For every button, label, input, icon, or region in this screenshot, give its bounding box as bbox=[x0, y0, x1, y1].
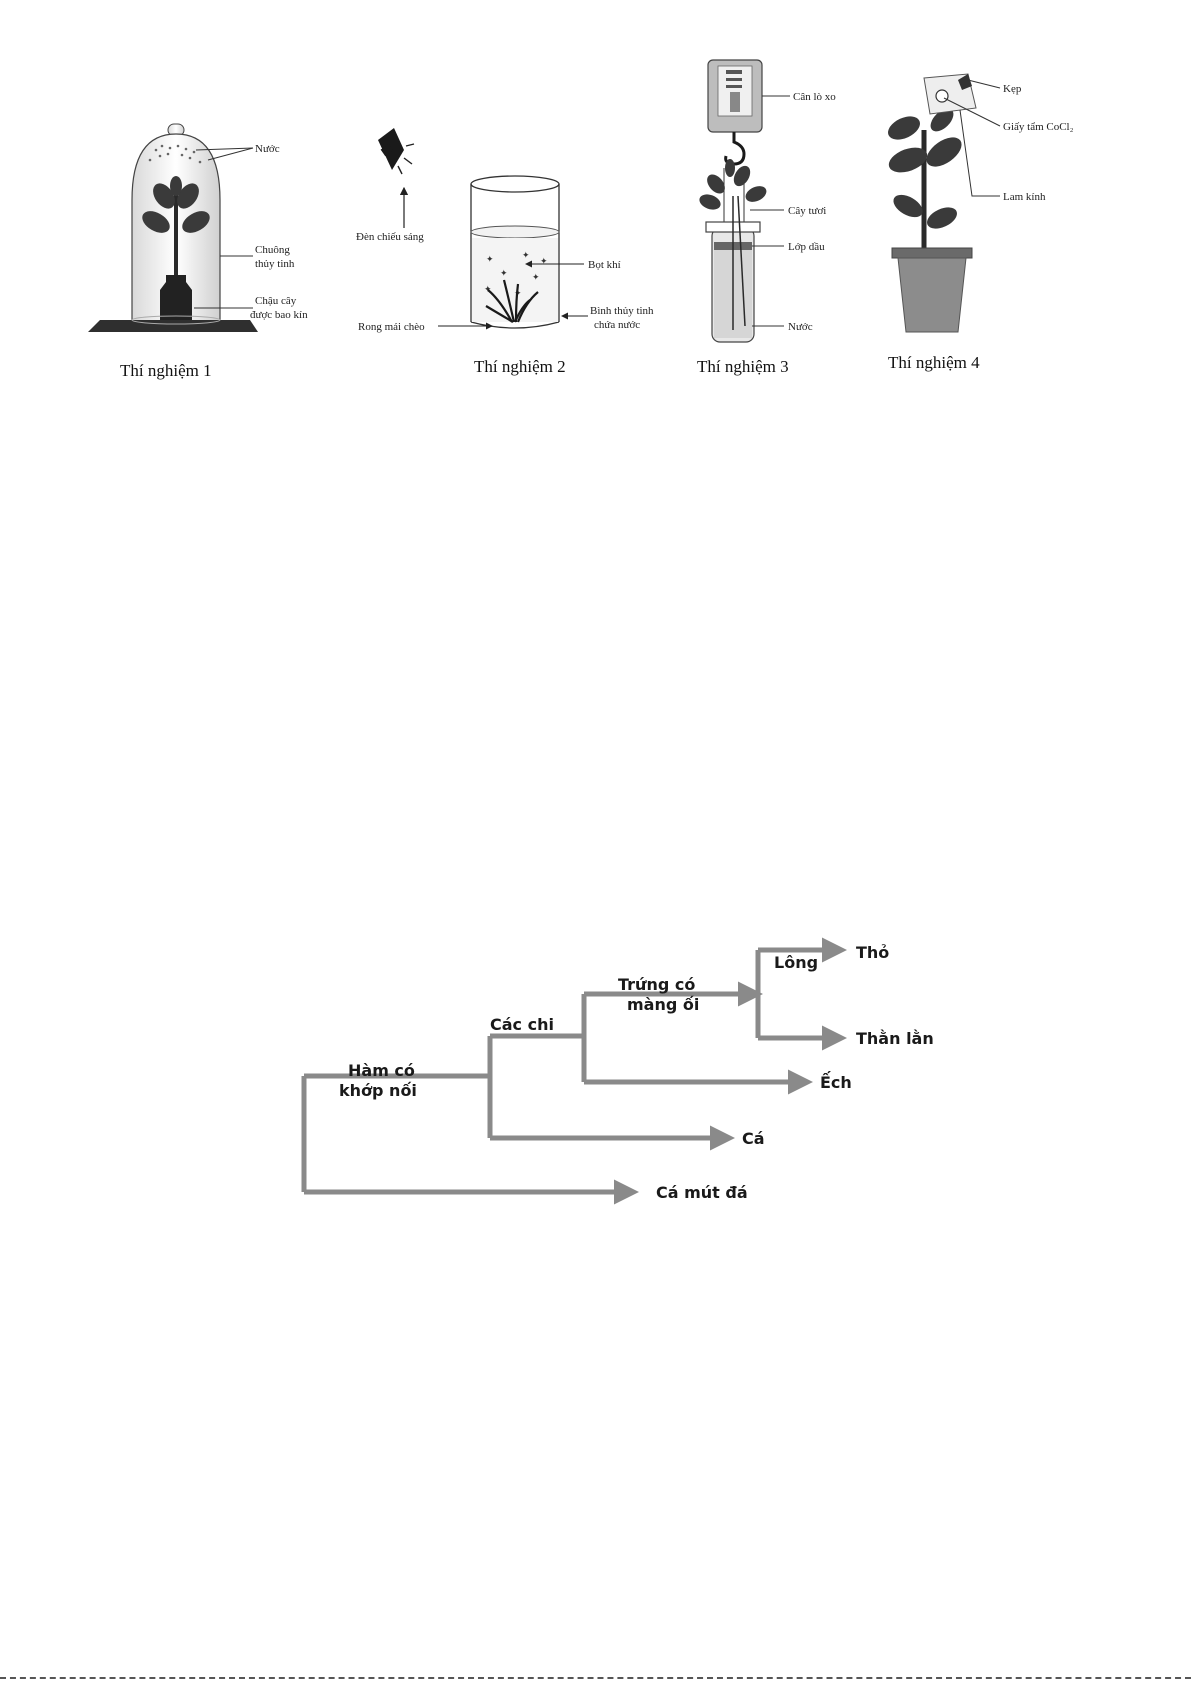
taxon-rabbit: Thỏ bbox=[856, 943, 889, 962]
taxon-fish: Cá bbox=[742, 1129, 765, 1148]
svg-text:✦: ✦ bbox=[540, 257, 548, 267]
cladogram-labels: Hàm có khớp nối Các chi Trứng có màng ối… bbox=[339, 943, 934, 1202]
experiment-2: Đèn chiếu sáng ✦✦✦ ✦✦✦ ✦ Bọt khí bbox=[356, 128, 654, 376]
label-pondweed: Rong mái chèo bbox=[358, 321, 425, 333]
label-bubbles: Bọt khí bbox=[588, 259, 621, 271]
caption-experiment-4: Thí nghiệm 4 bbox=[888, 353, 980, 372]
label-clip: Kẹp bbox=[1003, 83, 1022, 95]
svg-text:✦: ✦ bbox=[532, 273, 540, 283]
taxon-lizard: Thằn lằn bbox=[856, 1029, 934, 1048]
tube-and-plant-illustration bbox=[699, 159, 767, 343]
taxon-frog: Ếch bbox=[820, 1071, 852, 1092]
label-glass-slide: Lam kính bbox=[1003, 191, 1046, 203]
trait-amnion-line1: Trứng có bbox=[618, 975, 695, 994]
trait-jaw-line2: khớp nối bbox=[339, 1081, 417, 1100]
spring-scale-illustration bbox=[707, 59, 763, 166]
label-water-3: Nước bbox=[788, 321, 813, 333]
svg-text:✦: ✦ bbox=[500, 269, 508, 279]
label-fresh-plant: Cây tươi bbox=[788, 205, 826, 217]
svg-text:✦: ✦ bbox=[522, 251, 530, 261]
label-oil-layer: Lớp dầu bbox=[788, 241, 825, 253]
svg-text:✦: ✦ bbox=[486, 255, 494, 265]
label-pot-line1: Chậu cây bbox=[255, 295, 297, 307]
caption-experiment-1: Thí nghiệm 1 bbox=[120, 361, 212, 380]
glass-slide-and-clip bbox=[923, 73, 977, 115]
page-bottom-rule bbox=[0, 1677, 1191, 1679]
bell-jar-illustration bbox=[88, 123, 258, 332]
label-water-1: Nước bbox=[255, 143, 280, 155]
trait-hair: Lông bbox=[774, 953, 818, 972]
experiment-4: Kẹp Giấy tẩm CoCl₂ Lam kính Thí nghiệm 4 bbox=[888, 73, 1074, 372]
potted-plant-illustration bbox=[888, 108, 973, 333]
trait-amnion-line2: màng ối bbox=[627, 995, 699, 1014]
label-bell-jar-line1: Chuông bbox=[255, 244, 290, 256]
cladogram bbox=[301, 937, 847, 1205]
taxon-lamprey: Cá mút đá bbox=[656, 1183, 748, 1202]
glass-jar-illustration: ✦✦✦ ✦✦✦ ✦ bbox=[470, 175, 560, 329]
label-bell-jar-line2: thủy tinh bbox=[255, 258, 295, 270]
label-pot-line2: được bao kín bbox=[250, 309, 308, 321]
label-lamp: Đèn chiếu sáng bbox=[356, 231, 424, 243]
label-cocl2-paper: Giấy tẩm CoCl₂ bbox=[1003, 121, 1074, 133]
caption-experiment-3: Thí nghiệm 3 bbox=[697, 357, 789, 376]
lamp-icon bbox=[378, 128, 415, 175]
trait-jaw-line1: Hàm có bbox=[348, 1061, 415, 1080]
experiment-3: Cân lò xo Cây tươi Lớp dầu Nước Thí nghi… bbox=[697, 59, 836, 376]
caption-experiment-2: Thí nghiệm 2 bbox=[474, 357, 566, 376]
label-spring-scale: Cân lò xo bbox=[793, 91, 836, 103]
label-jar-line1: Bình thủy tinh bbox=[590, 305, 654, 317]
experiment-1: Nước Chuông thủy tinh Chậu cây được bao … bbox=[88, 123, 308, 380]
trait-limbs: Các chi bbox=[490, 1015, 554, 1034]
label-jar-line2: chứa nước bbox=[594, 319, 640, 331]
